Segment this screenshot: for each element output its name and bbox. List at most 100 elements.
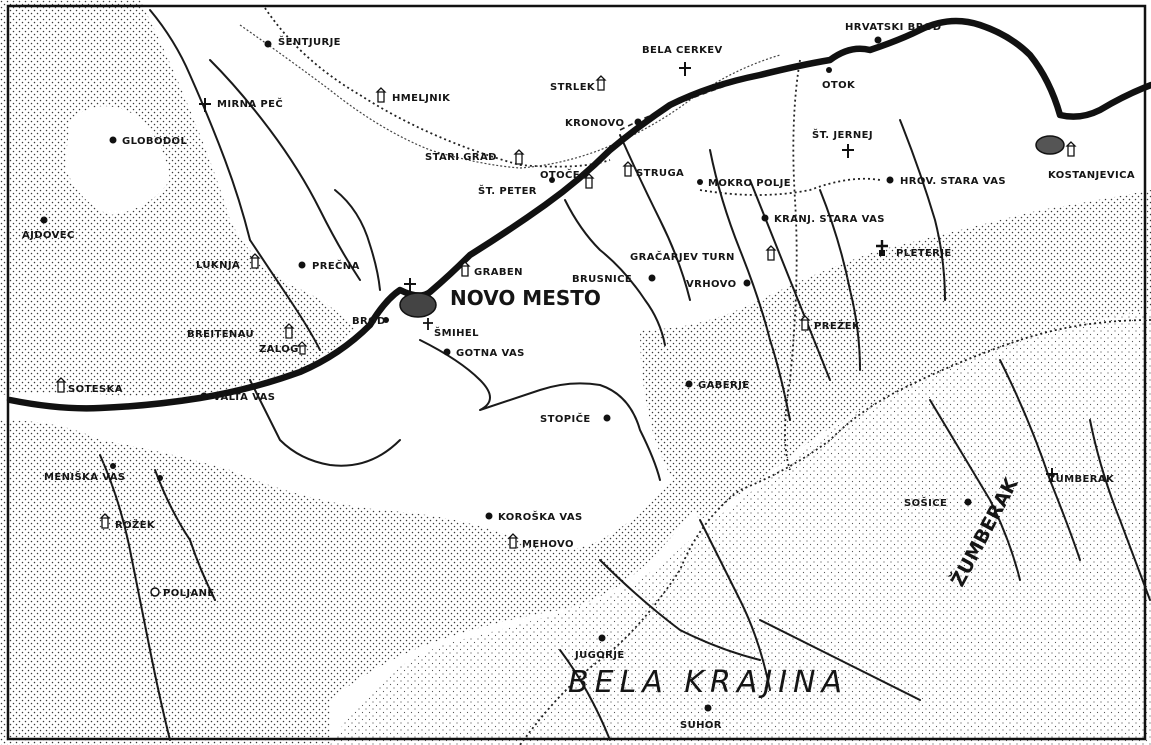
place-suhor: SUHOR [680, 704, 722, 731]
place-label: LUKNJA [196, 260, 240, 271]
place-stopice: STOPIČE [540, 412, 611, 425]
place-label: PLETERJE [896, 248, 952, 259]
place-label: ROŽEK [115, 518, 156, 531]
place-label: ŽUMBERAK [1048, 472, 1115, 485]
place-label: ŠT. PETER [478, 184, 537, 197]
place-st-peter: ŠT. PETER [478, 177, 555, 197]
place-sentjurje: ŠENTJURJE [264, 35, 341, 48]
krka-river [6, 17, 1151, 412]
place-label: VRHOVO [686, 279, 737, 290]
place-zalog: ZALOG [259, 341, 308, 355]
place-label: KOSTANJEVICA [1048, 170, 1135, 181]
place-jugorje: JUGORJE [574, 634, 625, 661]
place-label: AJDOVEC [22, 230, 75, 241]
place-kronovo: KRONOVO [565, 118, 642, 129]
place-label: HMELJNIK [392, 93, 451, 104]
place-label: MOKRO POLJE [708, 178, 791, 189]
place-brod: BROD [352, 316, 389, 327]
place-gaberje: GABERJE [685, 380, 749, 391]
place-label: STRUGA [636, 168, 684, 179]
place-kranj-stara-vas: KRANJ. STARA VAS [761, 214, 885, 225]
rivers [99, 9, 1151, 741]
place-label: MIRNA PEČ [217, 97, 283, 110]
place-label: BELA CERKEV [642, 45, 723, 56]
place-label: ŠT. JERNEJ [812, 128, 873, 141]
place-label: BREITENAU [187, 329, 254, 340]
region-label-bela-krajina: BELA KRAJINA [568, 665, 848, 700]
place-label: GABERJE [698, 380, 749, 391]
place-mehovo: MEHOVO [507, 533, 574, 550]
place-vrhovo: VRHOVO [686, 279, 751, 290]
place-label: STRLEK [550, 82, 596, 93]
place-label: JUGORJE [574, 650, 625, 661]
place-label: KOROŠKA VAS [498, 510, 583, 523]
place-meniska-vas: MENIŠKA VAS [44, 463, 163, 483]
place-rozek: ROŽEK [99, 513, 156, 531]
place-label: MEHOVO [522, 539, 574, 550]
place-gracarjev-turn: GRAČARJEV TURN [630, 245, 777, 263]
place-label: GOTNA VAS [456, 348, 525, 359]
place-ajdovec: AJDOVEC [22, 216, 75, 241]
place-valta-vas: VALTA VAS [200, 392, 275, 403]
place-label: POLJANE [163, 588, 215, 599]
place-label: SOTESKA [68, 384, 123, 395]
place-label: BROD [352, 316, 386, 327]
place-markers: ŠENTJURJE MIRNA PEČ HMELJNIK GLOBODOL AJ… [22, 22, 1135, 731]
place-brusnice: BRUSNICE [572, 274, 656, 285]
place-label: OTOK [822, 80, 856, 91]
place-mokro-polje: MOKRO POLJE [697, 178, 791, 189]
place-strlek: STRLEK [550, 75, 607, 93]
place-smihel: ŠMIHEL [423, 318, 479, 339]
place-zumberak: ŽUMBERAK [1046, 468, 1115, 485]
place-graben: GRABEN [459, 261, 523, 278]
place-label: STOPIČE [540, 412, 591, 425]
place-hmeljnik: HMELJNIK [375, 87, 451, 104]
place-label: BRUSNICE [572, 274, 632, 285]
place-soteska: SOTESKA [55, 377, 123, 395]
place-label: PREČNA [312, 259, 360, 272]
place-st-jernej: ŠT. JERNEJ [812, 128, 873, 158]
place-koroska-vas: KOROŠKA VAS [485, 510, 583, 523]
place-precna: PREČNA [298, 259, 360, 272]
place-bela-cerkev: BELA CERKEV [642, 45, 723, 76]
place-label: HROV. STARA VAS [900, 176, 1006, 187]
place-gotna-vas: GOTNA VAS [443, 348, 525, 359]
place-label: OTOČEC [540, 168, 588, 181]
place-label: KRANJ. STARA VAS [774, 214, 885, 225]
place-novo-mesto: NOVO MESTO [404, 278, 601, 310]
boundaries [239, 7, 1151, 745]
place-prezek: PREŽEK [799, 315, 861, 332]
kostanjevica-town [1035, 135, 1065, 155]
place-struga: STRUGA [622, 161, 684, 179]
place-label: HRVATSKI BROD [845, 22, 941, 33]
place-kostanjevica: KOSTANJEVICA [1048, 141, 1135, 181]
place-hrvatski-brod: HRVATSKI BROD [845, 22, 941, 44]
place-label: KRONOVO [565, 118, 624, 129]
place-label: MENIŠKA VAS [44, 470, 125, 483]
novo-mesto-town [399, 292, 437, 318]
place-breitenau: BREITENAU [187, 323, 295, 340]
place-hrov-stara-vas: HROV. STARA VAS [886, 176, 1006, 187]
place-globodol: GLOBODOL [109, 136, 187, 147]
place-label: ZALOG [259, 344, 299, 355]
place-stari-grad: STARI GRAD [425, 149, 525, 165]
map-frame [6, 4, 1147, 741]
place-label: ŠENTJURJE [278, 35, 341, 48]
place-label: VALTA VAS [213, 392, 275, 403]
place-label: GLOBODOL [122, 136, 187, 147]
place-label: PREŽEK [814, 319, 861, 332]
place-pleterje: PLETERJE [876, 240, 952, 259]
place-label: SUHOR [680, 720, 722, 731]
place-label: GRABEN [474, 267, 523, 278]
place-mirna-pec: MIRNA PEČ [199, 97, 283, 112]
place-poljane: POLJANE [150, 587, 215, 599]
place-label: SOŠICE [904, 496, 947, 509]
novo-mesto-label: NOVO MESTO [450, 286, 601, 310]
place-sosice: SOŠICE [904, 496, 972, 509]
place-otok: OTOK [822, 67, 856, 91]
place-label: ŠMIHEL [434, 326, 479, 339]
place-label: GRAČARJEV TURN [630, 250, 735, 263]
place-label: STARI GRAD [425, 152, 497, 163]
